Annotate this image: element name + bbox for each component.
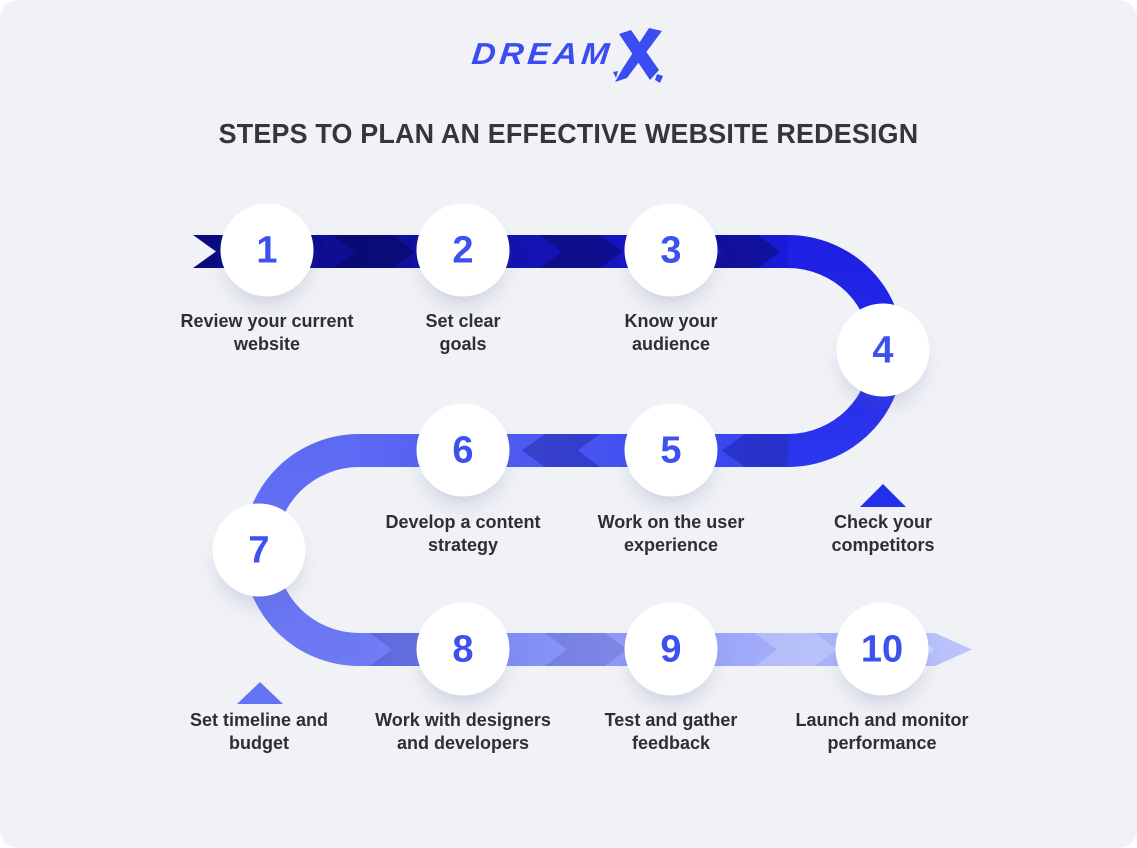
step-circle-10: 10 [835,602,929,696]
step-label-10: Launch and monitor performance [795,710,969,754]
step-label-4: Check your competitors [831,512,935,556]
step-label-2: Set clear goals [425,311,501,355]
chevrons-row2 [522,434,788,467]
step-number: 1 [256,229,278,271]
chevrons-row1 [333,235,780,268]
step-label-7: Set timeline and budget [189,710,329,754]
step-circle-9: 9 [624,602,718,696]
step-circle-4: 4 [836,303,930,397]
pointer-triangle-icon [237,682,283,704]
logo-x-brush-icon [613,28,663,83]
step-number: 9 [660,628,682,670]
step-number: 6 [452,429,474,471]
step-number: 10 [860,628,904,670]
step-label-5: Work on the user experience [597,512,745,556]
curve-right [788,235,904,467]
step-circle-5: 5 [624,403,718,497]
step-number: 4 [872,329,894,371]
step-circle-1: 1 [220,203,314,297]
step-label-6: Develop a content strategy [385,512,541,556]
step-circle-2: 2 [416,203,510,297]
step-label-1: Review your current website [180,311,354,355]
step-circle-8: 8 [416,602,510,696]
page-title: STEPS TO PLAN AN EFFECTIVE WEBSITE REDES… [218,118,919,149]
step-number: 3 [660,229,682,271]
dreamx-logo: DREAM [0,28,1137,83]
step-circle-3: 3 [624,203,718,297]
curve-left [243,434,359,666]
pointer-triangle-icon [860,484,906,507]
step-number: 2 [452,229,474,271]
step-number: 7 [248,529,270,571]
step-number: 8 [452,628,474,670]
step-circle-6: 6 [416,403,510,497]
step-circle-7: 7 [212,503,306,597]
step-number: 5 [660,429,682,471]
step-label-3: Know your audience [624,311,718,355]
step-label-8: Work with designers and developers [375,710,551,754]
step-label-9: Test and gather feedback [604,710,738,754]
